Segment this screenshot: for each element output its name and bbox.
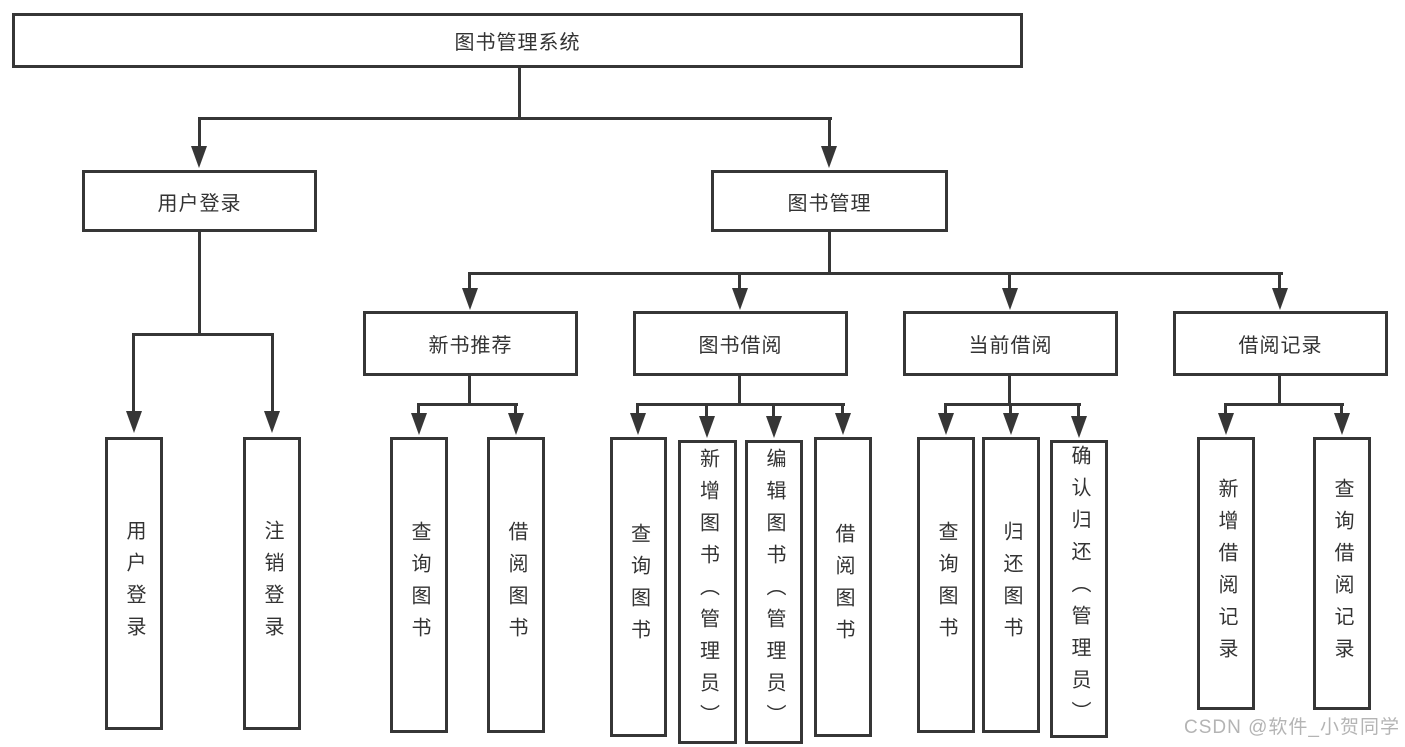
- connector-stub-current-borrow: [1008, 272, 1011, 288]
- arrowhead-leaf-logout: [264, 411, 280, 433]
- leaf-cb-confirm-return-admin-label: 确认归还（管理员）: [1068, 445, 1090, 733]
- connector-stub-cb-query: [944, 403, 947, 413]
- connector-stub-nb-query: [417, 403, 420, 413]
- arrowhead-bb-edit: [766, 416, 782, 438]
- arrowhead-cb-confirm: [1071, 416, 1087, 438]
- connector-user-login-rail: [132, 333, 274, 336]
- arrowhead-new-book: [462, 288, 478, 310]
- connector-stub-bb-edit: [772, 403, 775, 416]
- leaf-nb-borrow-books: 借阅图书: [487, 437, 545, 733]
- connector-level2-rail: [198, 117, 832, 120]
- connector-stub-cb-return: [1009, 403, 1012, 413]
- leaf-cb-return-books-label: 归还图书: [1000, 521, 1022, 649]
- leaf-bb-query-books-label: 查询图书: [627, 523, 650, 651]
- connector-user-login-down: [198, 232, 201, 336]
- connector-stub-book-borrow: [738, 272, 741, 288]
- connector-current-borrow-rail: [944, 403, 1081, 406]
- connector-book-management-down: [828, 232, 831, 275]
- leaf-cb-return-books: 归还图书: [982, 437, 1040, 733]
- connector-new-book-down: [468, 376, 471, 406]
- arrowhead-nb-borrow: [508, 413, 524, 435]
- leaf-br-add-record: 新增借阅记录: [1197, 437, 1255, 710]
- arrowhead-current-borrow: [1002, 288, 1018, 310]
- connector-borrow-records-down: [1278, 376, 1281, 406]
- node-current-borrow: 当前借阅: [903, 311, 1118, 376]
- arrowhead-nb-query: [411, 413, 427, 435]
- arrowhead-bb-query: [630, 413, 646, 435]
- connector-stub-br-add: [1224, 403, 1227, 413]
- arrowhead-user-login: [191, 146, 207, 168]
- connector-level3-rail: [469, 272, 1283, 275]
- connector-root-trunk: [518, 68, 521, 120]
- leaf-bb-add-books-admin-label: 新增图书（管理员）: [696, 448, 719, 736]
- arrowhead-br-query: [1334, 413, 1350, 435]
- leaf-bb-query-books: 查询图书: [610, 437, 667, 737]
- leaf-cb-query-books: 查询图书: [917, 437, 975, 733]
- connector-stub-bb-borrow: [841, 403, 844, 413]
- node-user-login: 用户登录: [82, 170, 317, 232]
- node-book-borrow: 图书借阅: [633, 311, 848, 376]
- connector-stub-leaf-user-login: [132, 333, 135, 411]
- connector-stub-nb-borrow: [514, 403, 517, 413]
- leaf-br-query-record: 查询借阅记录: [1313, 437, 1371, 710]
- watermark-csdn: CSDN @软件_小贺同学: [1184, 717, 1400, 738]
- leaf-logout: 注销登录: [243, 437, 301, 730]
- node-library-management-system: 图书管理系统: [12, 13, 1023, 68]
- connector-stub-user-login: [198, 117, 201, 146]
- connector-book-borrow-rail: [636, 403, 845, 406]
- arrowhead-leaf-user-login: [126, 411, 142, 433]
- connector-borrow-records-rail: [1224, 403, 1344, 406]
- connector-stub-borrow-records: [1278, 272, 1281, 288]
- arrowhead-book-borrow: [732, 288, 748, 310]
- leaf-user-login: 用户登录: [105, 437, 163, 730]
- connector-stub-cb-confirm: [1077, 403, 1080, 416]
- leaf-nb-borrow-books-label: 借阅图书: [505, 521, 527, 649]
- connector-stub-book-management: [828, 117, 831, 146]
- arrowhead-br-add: [1218, 413, 1234, 435]
- leaf-nb-query-books: 查询图书: [390, 437, 448, 733]
- node-book-management: 图书管理: [711, 170, 948, 232]
- leaf-bb-add-books-admin: 新增图书（管理员）: [678, 440, 737, 744]
- connector-stub-new-book: [468, 272, 471, 288]
- leaf-bb-borrow-books-label: 借阅图书: [832, 523, 854, 651]
- arrowhead-bb-borrow: [835, 413, 851, 435]
- arrowhead-cb-query: [938, 413, 954, 435]
- leaf-logout-label: 注销登录: [261, 519, 283, 648]
- node-borrow-records: 借阅记录: [1173, 311, 1388, 376]
- leaf-cb-query-books-label: 查询图书: [935, 521, 957, 649]
- connector-stub-bb-add: [705, 403, 708, 416]
- leaf-bb-edit-books-admin-label: 编辑图书（管理员）: [763, 448, 785, 736]
- leaf-bb-borrow-books: 借阅图书: [814, 437, 872, 737]
- arrowhead-cb-return: [1003, 413, 1019, 435]
- connector-new-book-rail: [417, 403, 518, 406]
- connector-stub-leaf-logout: [271, 333, 274, 411]
- connector-book-borrow-down: [738, 376, 741, 406]
- node-new-book-recommend: 新书推荐: [363, 311, 578, 376]
- arrowhead-bb-add: [699, 416, 715, 438]
- arrowhead-borrow-records: [1272, 288, 1288, 310]
- connector-current-borrow-down: [1008, 376, 1011, 406]
- leaf-br-add-record-label: 新增借阅记录: [1215, 477, 1237, 670]
- leaf-cb-confirm-return-admin: 确认归还（管理员）: [1050, 440, 1108, 738]
- leaf-nb-query-books-label: 查询图书: [408, 521, 430, 649]
- leaf-bb-edit-books-admin: 编辑图书（管理员）: [745, 440, 803, 744]
- connector-stub-bb-query: [636, 403, 639, 413]
- leaf-user-login-label: 用户登录: [123, 519, 145, 648]
- connector-stub-br-query: [1340, 403, 1343, 413]
- arrowhead-book-management: [821, 146, 837, 168]
- leaf-br-query-record-label: 查询借阅记录: [1331, 477, 1353, 670]
